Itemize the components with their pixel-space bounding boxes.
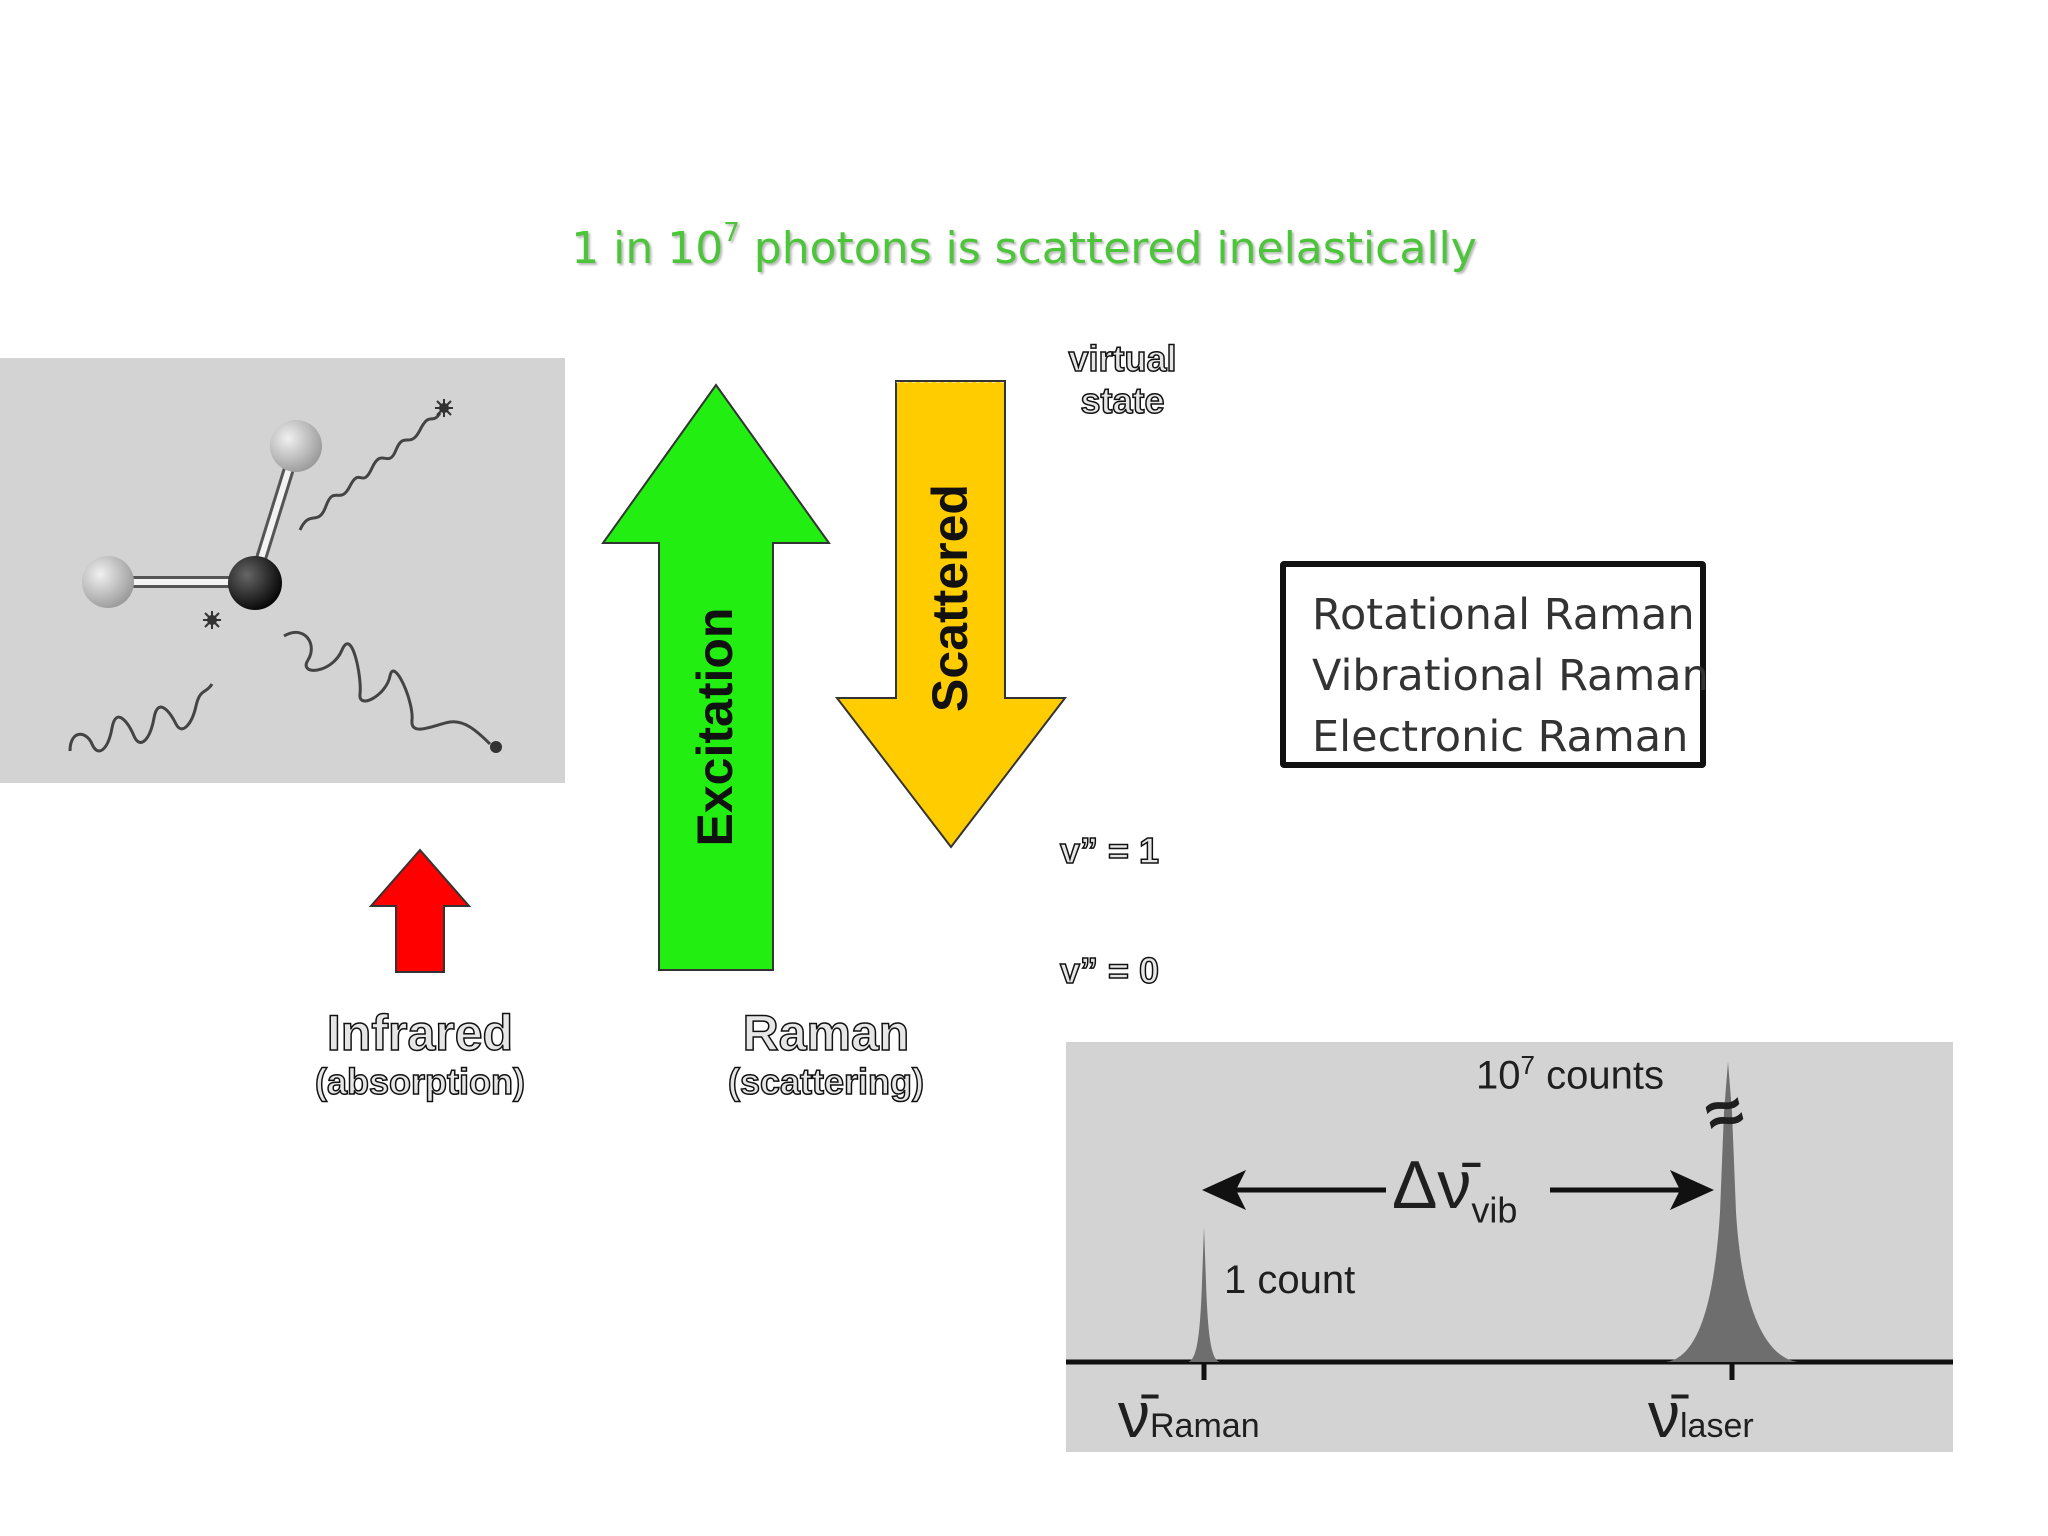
nu-laser-sub: laser — [1680, 1407, 1754, 1445]
spectrum-graphic — [1066, 1062, 1953, 1380]
delta-nu-vib-label: Δν̄vib — [1392, 1146, 1517, 1232]
title-exponent: 7 — [723, 218, 740, 248]
nu-raman-symbol: ν̄ — [1118, 1379, 1150, 1451]
raman-type-electronic: Electronic Raman — [1312, 712, 1689, 762]
laser-counts-exp: 7 — [1520, 1050, 1535, 1080]
laser-counts-suffix: counts — [1546, 1053, 1664, 1098]
title-prefix: 1 in 10 — [571, 223, 724, 274]
raman-spectrum-panel: 107 counts ≈ Δν̄vib 1 count ν̄Raman ν̄la… — [1066, 1042, 1953, 1452]
laser-counts-label: 107 counts — [1476, 1050, 1664, 1098]
photon-burst-top — [435, 399, 453, 417]
delta-symbol: Δν̄ — [1392, 1147, 1472, 1223]
raman-title: Raman — [742, 1004, 910, 1062]
photon-burst-left — [203, 611, 221, 629]
photon-wave-bottom-right — [283, 630, 492, 746]
level-v0-label: v” = 0 — [1059, 949, 1160, 992]
excitation-label: Excitation — [687, 607, 743, 847]
virtual-state-line2: state — [1080, 379, 1166, 422]
virtual-state-label: virtual state — [1040, 337, 1205, 422]
level-v1-label: v” = 1 — [1059, 829, 1160, 872]
photon-wave-top-right — [298, 412, 442, 531]
infrared-subtitle: (absorption) — [314, 1060, 525, 1103]
title-suffix: photons is scattered inelastically — [739, 223, 1477, 274]
infrared-arrow — [368, 848, 472, 973]
laser-peak — [1666, 1062, 1798, 1362]
slide-title: 1 in 107 photons is scattered inelastica… — [0, 218, 2048, 274]
raman-subtitle: (scattering) — [727, 1060, 925, 1103]
molecule-photon-illustration — [68, 399, 502, 753]
nu-laser-symbol: ν̄ — [1648, 1379, 1680, 1451]
photon-dot-bottom — [490, 741, 502, 753]
delta-sub: vib — [1471, 1189, 1518, 1231]
hydrogen-atom-left — [82, 556, 134, 608]
laser-counts-base: 10 — [1476, 1053, 1521, 1098]
raman-type-rotational: Rotational Raman — [1312, 590, 1695, 640]
nu-raman-label: ν̄Raman — [1118, 1378, 1260, 1452]
nu-raman-sub: Raman — [1150, 1407, 1260, 1445]
hydrogen-atom-top — [270, 420, 322, 472]
raman-type-vibrational: Vibrational Raman — [1312, 651, 1709, 701]
central-atom — [228, 556, 282, 610]
raman-peak — [1188, 1227, 1220, 1362]
nu-laser-label: ν̄laser — [1648, 1378, 1754, 1452]
infrared-title: Infrared — [326, 1004, 514, 1062]
infrared-process-label: Infrared (absorption) — [270, 1004, 570, 1103]
raman-types-box: Rotational Raman Vibrational Raman Elect… — [1280, 561, 1709, 768]
raman-process-label: Raman (scattering) — [676, 1004, 976, 1103]
virtual-state-line1: virtual — [1068, 337, 1178, 380]
molecule-illustration-panel — [0, 358, 565, 783]
scattered-label: Scattered — [922, 484, 978, 712]
photon-wave-bottom-left — [68, 683, 214, 753]
scattered-arrow — [834, 379, 1068, 849]
excitation-arrow — [601, 383, 831, 971]
raman-counts-label: 1 count — [1224, 1258, 1356, 1302]
